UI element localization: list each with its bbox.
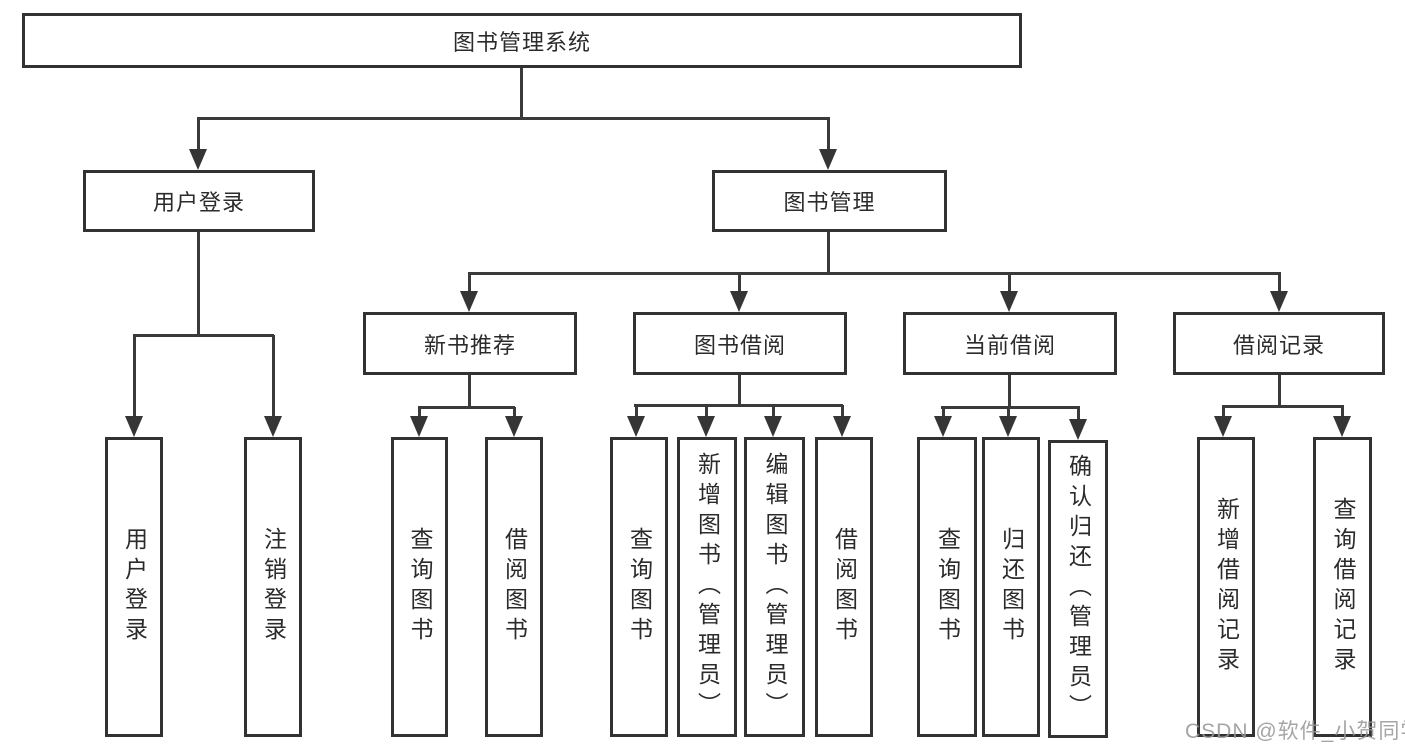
connector-line xyxy=(826,232,830,275)
node-book-management: 图书管理 xyxy=(712,170,947,232)
connector-line xyxy=(133,333,274,337)
connector-line xyxy=(771,405,775,420)
node-label: 用户登录 xyxy=(152,190,245,215)
leaf-query-books: 查询图书 xyxy=(610,437,668,737)
arrow-down-icon xyxy=(460,291,478,312)
node-root-system: 图书管理系统 xyxy=(22,13,1022,68)
leaf-add-borrow-record: 新增借阅记录 xyxy=(1197,437,1255,737)
connector-line xyxy=(467,273,471,295)
connector-line xyxy=(1277,375,1281,408)
arrow-down-icon xyxy=(125,416,143,437)
node-label: 新书推荐 xyxy=(423,332,516,358)
connector-line xyxy=(634,403,843,407)
arrow-down-icon xyxy=(730,291,748,312)
connector-line xyxy=(941,407,945,420)
arrow-down-icon xyxy=(999,416,1017,437)
arrow-down-icon xyxy=(627,416,645,437)
arrow-down-icon xyxy=(1270,291,1288,312)
leaf-edit-books-admin: 编辑图书（管理员） xyxy=(744,437,805,737)
connector-line xyxy=(418,405,515,409)
arrow-down-icon xyxy=(189,149,207,170)
arrow-down-icon xyxy=(1333,416,1351,437)
connector-line xyxy=(417,407,421,420)
node-user-login: 用户登录 xyxy=(83,170,315,232)
connector-line xyxy=(1006,407,1010,420)
leaf-query-books: 查询图书 xyxy=(917,437,977,737)
arrow-down-icon xyxy=(505,416,523,437)
connector-line xyxy=(468,271,1281,275)
connector-line xyxy=(197,116,830,120)
node-label: 图书管理系统 xyxy=(452,29,591,55)
arrow-down-icon xyxy=(1214,416,1232,437)
leaf-query-borrow-record: 查询借阅记录 xyxy=(1313,437,1372,737)
leaf-confirm-return-admin: 确认归还（管理员） xyxy=(1048,440,1108,738)
connector-line xyxy=(1007,375,1011,409)
connector-line xyxy=(1221,406,1225,420)
connector-line xyxy=(737,375,741,407)
arrow-down-icon xyxy=(697,416,715,437)
node-label: 当前借阅 xyxy=(963,332,1056,358)
csdn-watermark: CSDN @软件_小贺同学 xyxy=(1185,720,1405,743)
arrow-down-icon xyxy=(833,416,851,437)
leaf-return-books: 归还图书 xyxy=(982,437,1040,737)
node-label: 图书管理 xyxy=(783,190,876,215)
connector-line xyxy=(519,68,523,120)
leaf-add-books-admin: 新增图书（管理员） xyxy=(677,437,737,737)
connector-line xyxy=(1340,406,1344,420)
arrow-down-icon xyxy=(764,416,782,437)
connector-line xyxy=(826,118,830,153)
connector-line xyxy=(196,232,200,337)
connector-line xyxy=(634,405,638,420)
leaf-query-books: 查询图书 xyxy=(391,437,448,737)
connector-line xyxy=(1007,273,1011,295)
connector-line xyxy=(132,335,136,420)
arrow-down-icon xyxy=(264,416,282,437)
connector-line xyxy=(1076,407,1080,423)
arrow-down-icon xyxy=(410,416,428,437)
arrow-down-icon xyxy=(1000,291,1018,312)
node-new-book-recommend: 新书推荐 xyxy=(363,312,577,375)
node-label: 借阅记录 xyxy=(1232,332,1325,358)
arrow-down-icon xyxy=(819,149,837,170)
connector-line xyxy=(704,405,708,420)
node-current-borrow: 当前借阅 xyxy=(903,312,1117,375)
connector-line xyxy=(467,375,471,409)
connector-line xyxy=(512,407,516,420)
connector-line xyxy=(1222,404,1344,408)
connector-line xyxy=(271,335,275,420)
connector-line xyxy=(737,273,741,295)
node-label: 图书借阅 xyxy=(693,332,786,358)
node-borrow-records: 借阅记录 xyxy=(1173,312,1385,375)
connector-line xyxy=(196,118,200,153)
arrow-down-icon xyxy=(1069,419,1087,440)
connector-line xyxy=(1277,273,1281,295)
leaf-user-login: 用户登录 xyxy=(105,437,163,737)
leaf-borrow-books: 借阅图书 xyxy=(485,437,543,737)
arrow-down-icon xyxy=(934,416,952,437)
leaf-logout: 注销登录 xyxy=(244,437,302,737)
connector-line xyxy=(840,405,844,420)
node-book-borrow: 图书借阅 xyxy=(633,312,847,375)
leaf-borrow-books: 借阅图书 xyxy=(815,437,873,737)
connector-line xyxy=(941,405,1080,409)
